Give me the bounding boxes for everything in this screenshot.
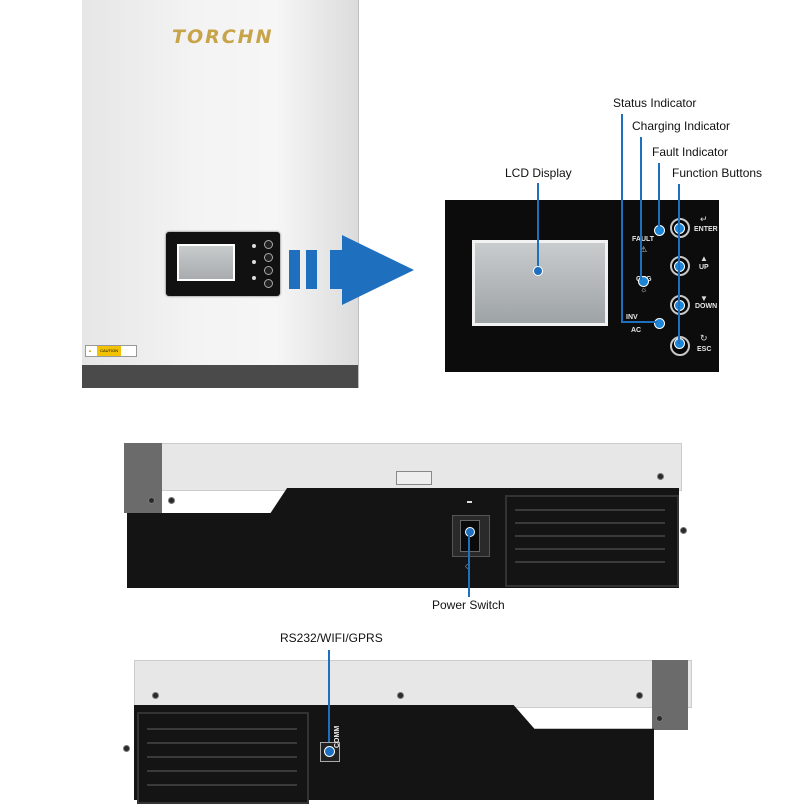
comm-port-dot (324, 746, 335, 757)
mini-led (252, 260, 256, 264)
vent-slot (515, 535, 665, 537)
function-buttons-label: Function Buttons (672, 166, 763, 180)
caution-text: CAUTION (97, 346, 122, 356)
power-switch-dot (465, 527, 475, 537)
screw (152, 692, 159, 699)
status-indicator-label: Status Indicator (613, 96, 697, 110)
arrow-body (330, 250, 344, 289)
lcd-indicator-dot (533, 266, 543, 276)
arrow-bar (306, 250, 317, 289)
mini-lcd (177, 244, 235, 281)
charging-indicator-label: Charging Indicator (632, 119, 731, 133)
mini-led (252, 244, 256, 248)
down-label: DOWN (695, 303, 718, 310)
screw (636, 692, 643, 699)
up-arrow-icon: ▲ (700, 254, 708, 263)
fault-warning-icon: ⚠ (640, 245, 648, 254)
mini-control-panel (166, 232, 280, 296)
screw (123, 745, 130, 752)
off-mark: ○ (465, 561, 470, 571)
vent-slot (515, 522, 665, 524)
inverter-front-image (82, 0, 359, 388)
callout-line (621, 114, 623, 322)
on-mark (467, 501, 472, 503)
down-arrow-icon: ▼ (700, 294, 708, 303)
side-view-end-cap (124, 443, 162, 513)
callout-line (537, 183, 539, 271)
vent-slot (515, 548, 665, 550)
callout-line (678, 184, 680, 344)
screw (148, 497, 155, 504)
comm-label: COMM (334, 725, 341, 748)
charging-indicator-dot (638, 276, 649, 287)
brand-logo: TORCHN (172, 26, 274, 48)
fault-label: FAULT (632, 236, 655, 243)
vent-slot (147, 756, 297, 758)
enter-label: ENTER (694, 226, 718, 233)
screw (680, 527, 687, 534)
sun-icon: ☼ (640, 285, 648, 294)
vent-slot (147, 728, 297, 730)
callout-line (468, 532, 470, 597)
lcd-display (472, 240, 608, 326)
vent-slot (515, 509, 665, 511)
cooling-vent (505, 495, 679, 587)
inverter-front-base (82, 365, 358, 388)
power-switch-label: Power Switch (432, 598, 505, 612)
cooling-vent-2 (137, 712, 309, 804)
mini-button (264, 240, 273, 249)
lcd-display-label: LCD Display (505, 166, 572, 180)
vent-slot (515, 561, 665, 563)
arrow-right-icon (342, 235, 414, 305)
up-label: UP (699, 264, 709, 271)
enter-icon: ↵ (700, 214, 708, 224)
inv-label: INV (626, 314, 638, 321)
mini-button (264, 266, 273, 275)
vent-slot (147, 742, 297, 744)
caution-sticker: ▲ CAUTION (85, 345, 137, 357)
callout-line (640, 137, 642, 280)
screw (168, 497, 175, 504)
callout-line (658, 163, 660, 227)
mini-button (264, 253, 273, 262)
warning-icon: ▲ (88, 348, 92, 353)
side-view-2-top-cover (134, 660, 692, 708)
mini-button (264, 279, 273, 288)
vent-slot (147, 770, 297, 772)
vent-slot (147, 784, 297, 786)
callout-line (621, 321, 657, 323)
callout-line (328, 650, 330, 750)
screw (657, 473, 664, 480)
mini-led (252, 276, 256, 280)
status-indicator-dot (654, 318, 665, 329)
fault-indicator-label: Fault Indicator (652, 145, 729, 159)
rating-label (396, 471, 432, 485)
esc-label: ESC (697, 346, 712, 353)
rs232-label: RS232/WIFI/GPRS (280, 631, 383, 645)
esc-icon: ↻ (700, 333, 708, 343)
arrow-bar (289, 250, 300, 289)
ac-label: AC (631, 327, 642, 334)
screw (397, 692, 404, 699)
screw (656, 715, 663, 722)
